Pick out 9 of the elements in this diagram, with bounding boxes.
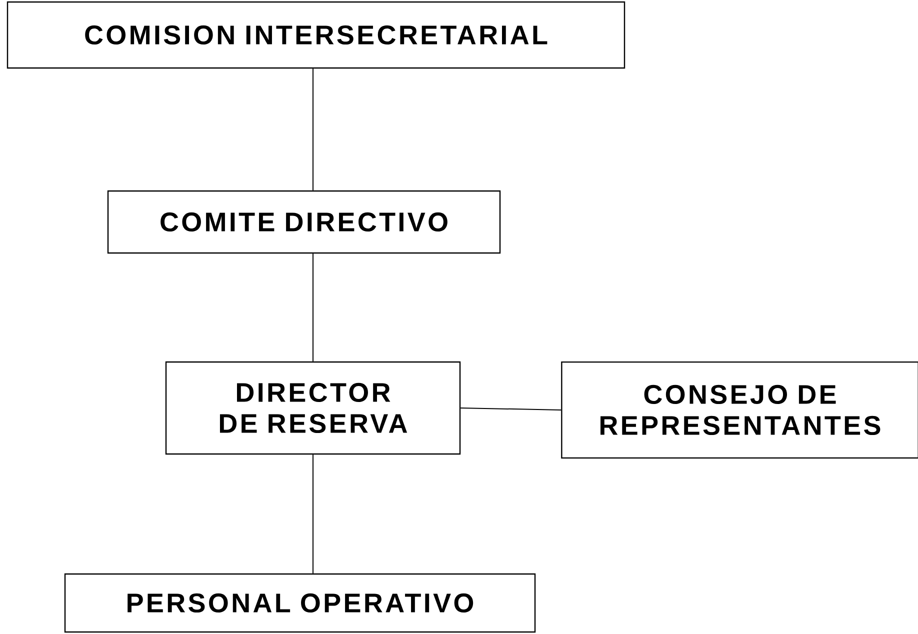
connector-line <box>460 408 562 410</box>
org-box: COMISION INTERSECRETARIAL <box>6 1 626 69</box>
connector-line <box>312 454 314 574</box>
org-box: PERSONAL OPERATIVO <box>64 573 536 633</box>
org-box: CONSEJO DE REPRESENTANTES <box>561 361 918 459</box>
org-box: COMITE DIRECTIVO <box>107 190 501 254</box>
connector-line <box>312 68 314 191</box>
connector-line <box>312 253 314 362</box>
org-box: DIRECTOR DE RESERVA <box>165 361 461 455</box>
